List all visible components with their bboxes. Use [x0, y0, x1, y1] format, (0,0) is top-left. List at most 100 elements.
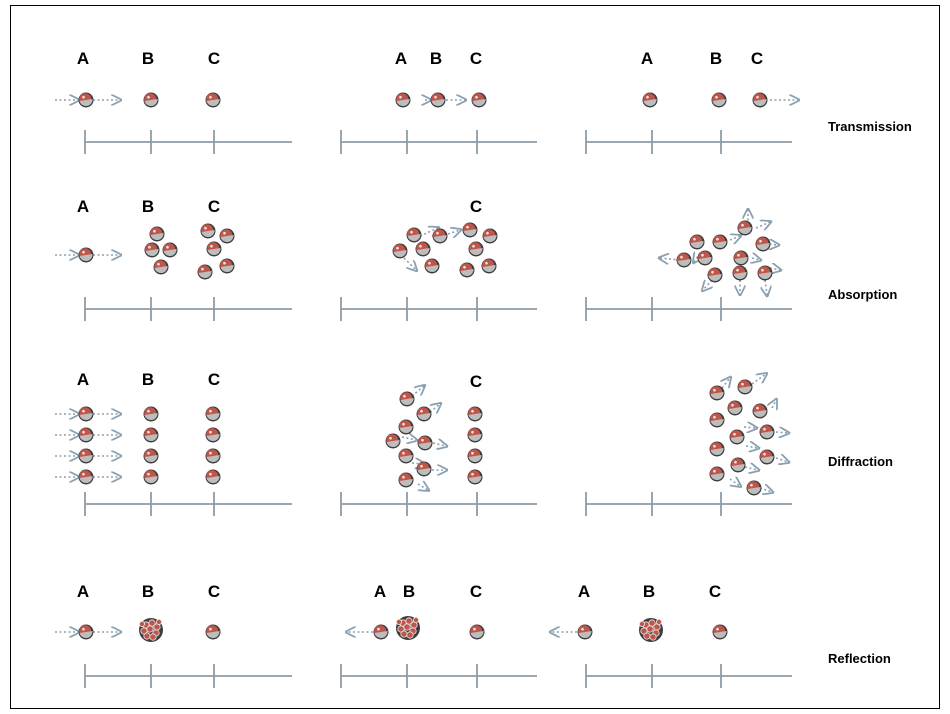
photon-particle: [482, 228, 498, 244]
photon-trail-arrow: [722, 378, 730, 389]
photon-trail-arrow: [411, 386, 424, 397]
letter-c: C: [208, 197, 220, 216]
letter-c: C: [208, 370, 220, 389]
photon-particle: [467, 469, 483, 485]
axis-ruler: [340, 130, 537, 154]
photon-particle: [206, 241, 222, 257]
axis-ruler: [585, 492, 792, 516]
photon-particle: [757, 265, 773, 281]
photon-trail-arrow: [764, 244, 778, 245]
photon-trail-arrow: [772, 400, 776, 408]
photon-trail-arrow: [418, 484, 428, 490]
reflecting-cluster: [638, 617, 664, 643]
photon-particle: [711, 92, 727, 108]
photon-trail-arrow: [429, 404, 440, 412]
photon-trail-arrow: [447, 230, 460, 234]
photon-particle: [462, 222, 478, 238]
letter-b: B: [710, 49, 722, 68]
photon-trail-arrow: [775, 432, 788, 433]
letter-b: B: [142, 49, 154, 68]
diagram-frame: [10, 5, 940, 709]
row-label-absorption: Absorption: [828, 287, 897, 302]
photon-particle: [144, 242, 160, 258]
photon-trail-arrow: [759, 488, 772, 492]
letter-a: A: [77, 370, 89, 389]
photon-particle: [78, 427, 94, 443]
photon-particle: [752, 403, 768, 419]
photon-particle: [143, 469, 159, 485]
letter-b: B: [142, 197, 154, 216]
photon-particle: [752, 92, 768, 108]
photon-particle: [200, 223, 216, 239]
photon-particle: [732, 265, 748, 281]
photon-particle: [467, 406, 483, 422]
photon-trail-arrow: [752, 258, 760, 260]
row-label-transmission: Transmission: [828, 119, 912, 134]
letter-a: A: [374, 582, 386, 601]
letter-c: C: [470, 372, 482, 391]
letter-b: B: [430, 49, 442, 68]
letter-c: C: [208, 582, 220, 601]
photon-particle: [733, 250, 749, 266]
axis-ruler: [84, 130, 292, 154]
photon-particle: [424, 258, 440, 274]
photon-particle: [398, 472, 414, 488]
photon-particle: [78, 469, 94, 485]
photon-particle: [143, 406, 159, 422]
photon-trail-arrow: [751, 374, 766, 385]
photon-particle: [78, 92, 94, 108]
photon-particle: [406, 227, 422, 243]
photon-trail-arrow: [660, 258, 681, 260]
axis-ruler: [585, 297, 792, 321]
photon-particle: [737, 379, 753, 395]
photon-particle: [392, 243, 408, 259]
photon-particle: [755, 236, 771, 252]
axis-ruler: [340, 492, 537, 516]
photon-particle: [430, 92, 446, 108]
photon-particle: [415, 241, 431, 257]
photon-particle: [709, 412, 725, 428]
photon-particle: [153, 259, 169, 275]
photon-trail-arrow: [775, 458, 788, 462]
letter-c: C: [751, 49, 763, 68]
photon-particle: [78, 448, 94, 464]
photon-particle: [577, 624, 593, 640]
photon-particle: [467, 427, 483, 443]
letter-c: C: [470, 49, 482, 68]
photon-particle: [399, 391, 415, 407]
letter-a: A: [578, 582, 590, 601]
axis-ruler: [84, 297, 292, 321]
photon-particle: [481, 258, 497, 274]
letter-a: A: [77, 197, 89, 216]
photon-particle: [469, 624, 485, 640]
letter-a: A: [77, 582, 89, 601]
photon-particle: [78, 247, 94, 263]
photon-particle: [727, 400, 743, 416]
photon-particle: [205, 92, 221, 108]
photon-particle: [459, 262, 475, 278]
photon-trail-arrow: [419, 228, 438, 236]
letter-b: B: [142, 370, 154, 389]
photon-particle: [143, 448, 159, 464]
photon-particle: [759, 424, 775, 440]
photon-particle: [709, 466, 725, 482]
photon-particle: [417, 435, 433, 451]
photon-particle: [205, 624, 221, 640]
letter-b: B: [403, 582, 415, 601]
axis-ruler: [84, 492, 292, 516]
photon-particle: [746, 480, 762, 496]
photon-trail-arrow: [730, 236, 740, 240]
photon-particle: [395, 92, 411, 108]
photon-particle: [398, 448, 414, 464]
photon-particle: [709, 441, 725, 457]
photon-particle: [712, 624, 728, 640]
photon-particle: [373, 624, 389, 640]
letter-c: C: [709, 582, 721, 601]
photon-particle: [729, 429, 745, 445]
photon-particle: [676, 252, 692, 268]
photon-particle: [697, 250, 713, 266]
photon-particle: [712, 234, 728, 250]
photon-particle: [707, 267, 723, 283]
photon-particle: [149, 226, 165, 242]
photon-trail-arrow: [769, 268, 780, 270]
